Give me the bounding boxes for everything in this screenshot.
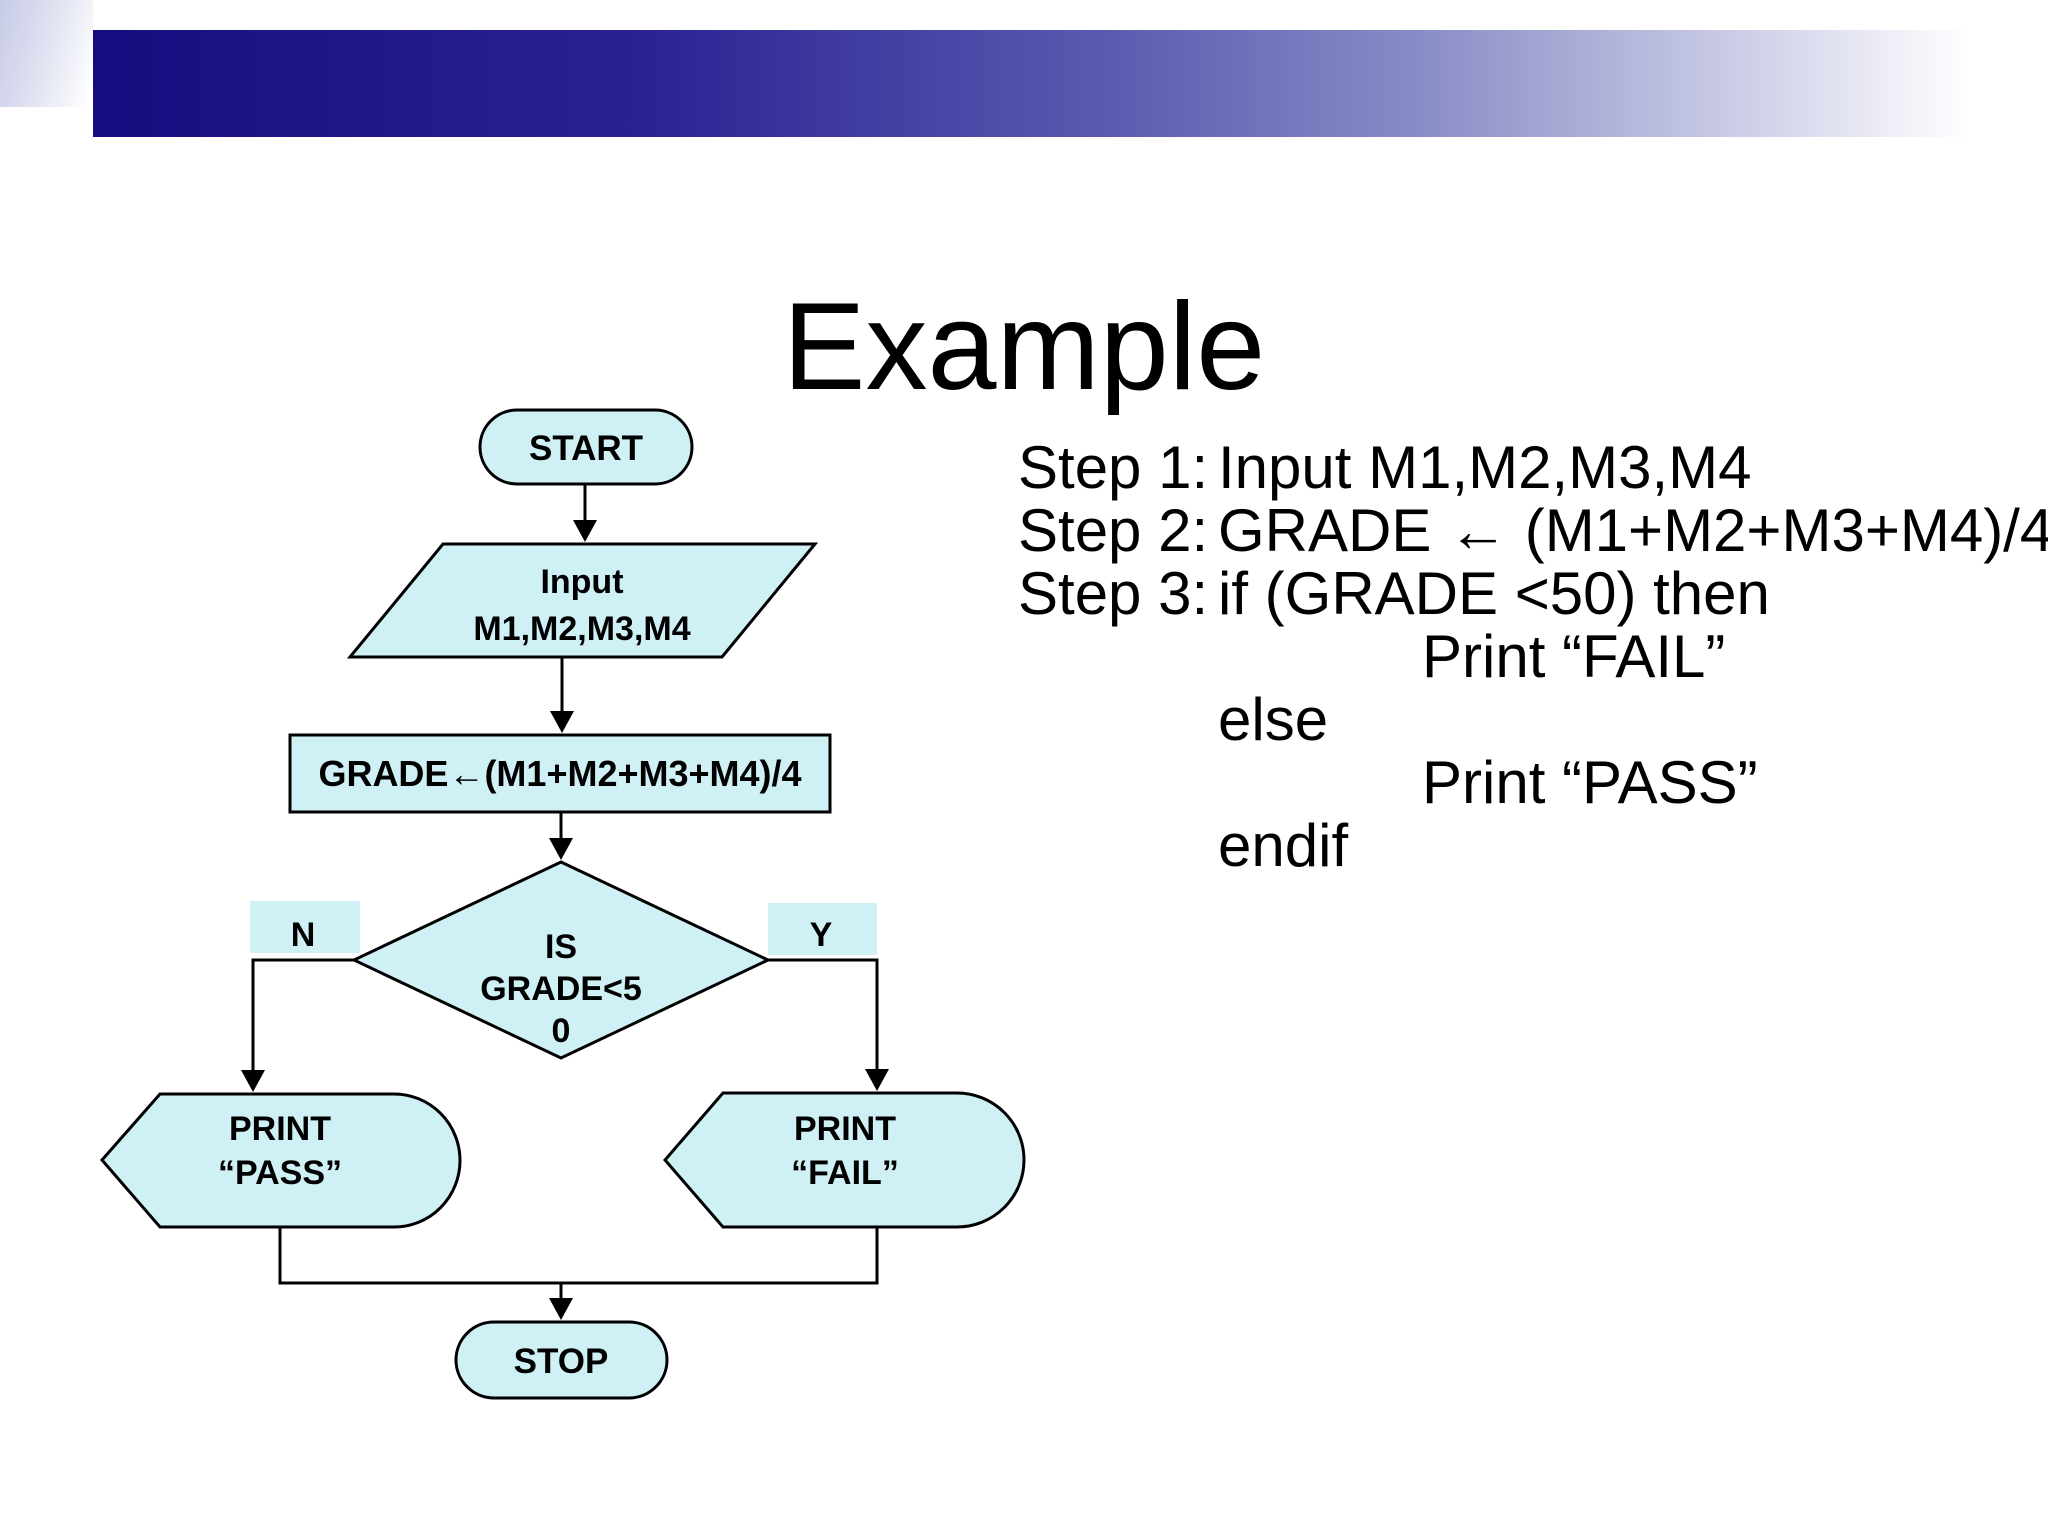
- process-node: [288, 733, 832, 814]
- pseudocode-line: else: [1018, 688, 2018, 751]
- decision-node: [350, 860, 772, 1060]
- pseudocode-line: Step 3: if (GRADE <50) then: [1018, 562, 2018, 625]
- pseudocode-block: Step 1: Input M1,M2,M3,M4 Step 2: GRADE …: [1018, 436, 2048, 877]
- page-title: Example: [782, 278, 1266, 417]
- print-fail-label-line2: “FAIL”: [791, 1154, 899, 1192]
- step-text: else: [1218, 686, 1329, 753]
- pseudocode-line: endif: [1018, 814, 2018, 877]
- decision-node-label-line1: IS: [545, 928, 577, 966]
- no-branch-tag: [250, 901, 360, 953]
- step-text: if (GRADE <50) then: [1218, 560, 1770, 627]
- process-node-label: GRADE←(M1+M2+M3+M4)/4: [318, 753, 801, 794]
- arrowhead-to-decision: [549, 838, 573, 860]
- start-node-label: START: [529, 429, 643, 468]
- arrowhead-to-input: [573, 520, 597, 542]
- step-label: Step 3:: [1018, 560, 1209, 627]
- print-pass-label-line2: “PASS”: [218, 1154, 342, 1192]
- corner-accent-block: [0, 0, 93, 107]
- arrowhead-to-process: [550, 711, 574, 733]
- print-fail-label-line1: PRINT: [794, 1110, 896, 1148]
- pseudocode-line: Print “PASS”: [1018, 751, 2018, 814]
- title-banner-bar: [93, 30, 2048, 137]
- start-node: [478, 408, 694, 486]
- step-text: Print “PASS”: [1422, 749, 1758, 816]
- connector-merge: [278, 1227, 879, 1285]
- print-fail-node: [663, 1091, 1026, 1229]
- decision-node-label-line2: GRADE<5: [480, 970, 642, 1008]
- input-node-label-line2: M1,M2,M3,M4: [473, 610, 690, 648]
- pseudocode-line: Step 1: Input M1,M2,M3,M4: [1018, 436, 2018, 499]
- yes-branch-label: Y: [810, 916, 833, 954]
- step-text: GRADE ← (M1+M2+M3+M4)/4: [1218, 497, 2048, 564]
- input-node-label-line1: Input: [540, 563, 623, 601]
- step-label: Step 1:: [1018, 434, 1209, 501]
- print-pass-label-line1: PRINT: [229, 1110, 331, 1148]
- stop-node: [454, 1320, 669, 1400]
- connector-no-branch: [251, 958, 354, 1071]
- flow-connectors: [251, 484, 879, 1299]
- step-text: Input M1,M2,M3,M4: [1218, 434, 1752, 501]
- connector-yes-branch: [768, 958, 879, 1070]
- arrowhead-to-fail: [865, 1069, 889, 1091]
- yes-branch-tag: [768, 903, 877, 955]
- step-text: Print “FAIL”: [1422, 623, 1726, 690]
- arrowhead-to-pass: [241, 1070, 265, 1092]
- step-text: endif: [1218, 812, 1349, 879]
- pseudocode-line: Print “FAIL”: [1018, 625, 2018, 688]
- pseudocode-line: Step 2: GRADE ← (M1+M2+M3+M4)/4: [1018, 497, 2048, 564]
- arrowheads: [241, 520, 889, 1320]
- stop-node-label: STOP: [514, 1342, 609, 1381]
- input-node: [346, 542, 819, 659]
- step-label: Step 2:: [1018, 497, 1209, 564]
- print-pass-node: [100, 1092, 462, 1229]
- arrowhead-to-stop: [549, 1298, 573, 1320]
- no-branch-label: N: [291, 916, 316, 954]
- decision-node-label-line3: 0: [552, 1012, 571, 1050]
